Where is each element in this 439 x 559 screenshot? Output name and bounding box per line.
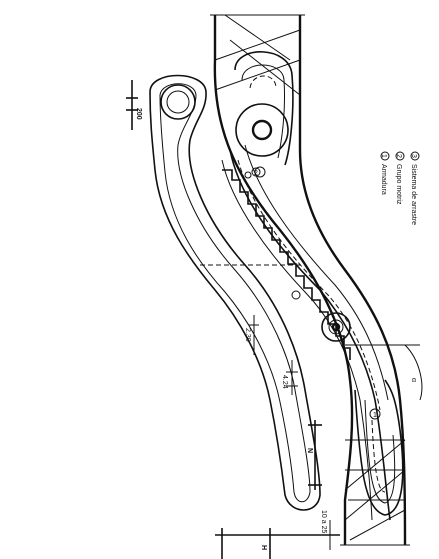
callout-markers: 1 2 — [251, 167, 381, 420]
dimension-424-label: 4.24 — [281, 375, 288, 389]
incline-angle-marker: α — [345, 344, 423, 401]
drive-wheel — [235, 103, 289, 157]
legend-item-2-num: 2 — [395, 154, 402, 158]
callout-2: 2 — [254, 170, 258, 177]
dimension-bottom: 10 a 25 — [320, 510, 331, 550]
dimension-200: 200 — [126, 80, 142, 130]
lower-return-loop — [345, 379, 405, 516]
legend-item-2: 2 Grupo motriz — [395, 151, 405, 205]
dimension-230: 2.30 — [244, 315, 259, 355]
handrail-loop — [149, 74, 321, 511]
dimension-h-label: H — [260, 545, 267, 550]
callout-1: 1 — [373, 412, 377, 419]
dimension-424: 4.24 — [281, 360, 298, 395]
legend-item-3: 3 Sistema de arrastre — [410, 151, 420, 225]
step-band — [221, 144, 391, 521]
dimension-h: H — [215, 528, 340, 559]
legend-item-2-text: Grupo motriz — [395, 164, 402, 205]
legend: 1 Armadura 2 Grupo motriz 3 Sistema de a… — [380, 151, 420, 225]
upper-return-loop — [234, 51, 294, 166]
legend-item-1-num: 1 — [380, 154, 387, 158]
dimension-200-label: 200 — [135, 108, 142, 120]
legend-item-1: 1 Armadura — [380, 151, 390, 195]
top-pulley — [160, 84, 196, 120]
dimension-n: N — [306, 420, 322, 490]
angle-label: α — [410, 378, 417, 382]
legend-item-3-text: Sistema de arrastre — [410, 164, 417, 225]
dimension-bottom-label: 10 a 25 — [320, 510, 327, 533]
dimension-230-label: 2.30 — [244, 328, 251, 342]
tension-wheel — [321, 312, 351, 342]
detail-circles — [244, 166, 301, 300]
legend-item-1-text: Armadura — [380, 164, 387, 195]
dimension-n-label: N — [306, 448, 313, 453]
legend-item-3-num: 3 — [410, 154, 417, 158]
